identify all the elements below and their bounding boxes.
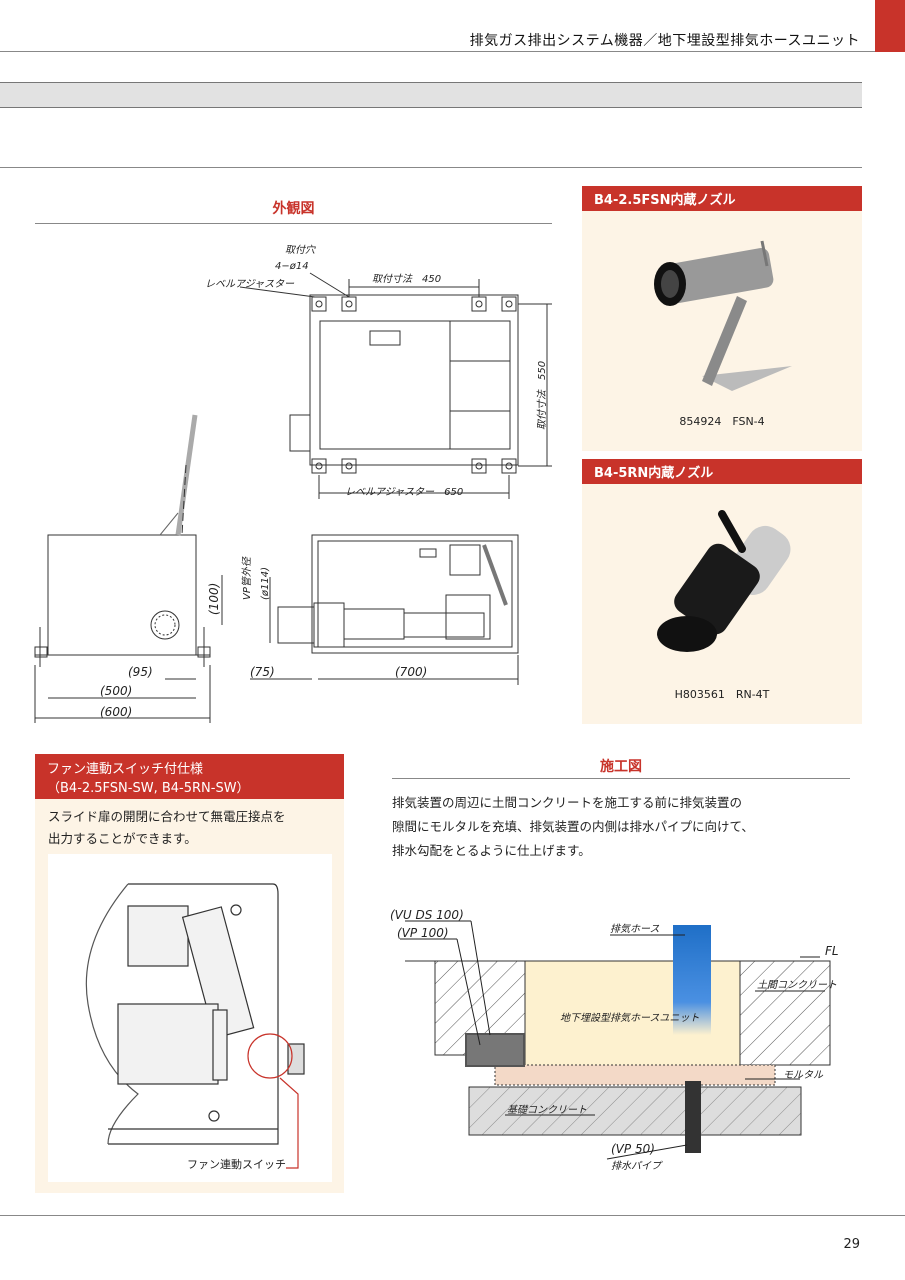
label-mortar: モルタル (783, 1069, 824, 1081)
label-mount-hole: 取付穴 (285, 244, 316, 256)
fan-switch-text-2: 出力することができます。 (48, 831, 197, 846)
fan-switch-drawing (48, 854, 332, 1182)
header-rule (0, 51, 875, 52)
nozzle2-caption: H803561 RN-4T (674, 688, 770, 701)
fan-switch-title-1: ファン連動スイッチ付仕様 (47, 761, 204, 777)
label-mount-dim-550: 取付寸法 550 (536, 361, 548, 430)
exterior-drawing: 取付穴 4−ø14 レベルアジャスター 取付寸法 450 取付寸法 550 レベ… (34, 244, 552, 723)
fan-switch-title-2: （B4-2.5FSN-SW, B4-5RN-SW） (47, 780, 250, 796)
section-rule (0, 167, 862, 168)
label-mount-dim-450: 取付寸法 450 (372, 273, 441, 285)
label-d75: (75) (250, 665, 275, 679)
footer-rule (0, 1215, 905, 1216)
label-exhaust-hose: 排気ホース (610, 923, 660, 935)
top-view-outline (309, 294, 519, 466)
label-d100: (100) (207, 583, 221, 615)
page-number: 29 (843, 1237, 860, 1252)
label-d700: (700) (395, 665, 427, 679)
construction-text-1: 排気装置の周辺に土間コンクリートを施工する前に排気装置の (392, 795, 743, 810)
label-mount-hole-spec: 4−ø14 (275, 261, 309, 272)
front-view-outline (311, 534, 519, 654)
nozzle1-image (654, 240, 792, 391)
label-d95: (95) (128, 665, 153, 679)
label-vp-outer: VP管外径 (241, 556, 253, 600)
construction-drawing: (VU DS 100) (VP 100) 排気ホース FL 土間コンクリート 地… (390, 908, 839, 1172)
construction-text-3: 排水勾配をとるように仕上げます。 (392, 843, 591, 858)
nozzle1-panel: 854924 FSN-4 (582, 211, 862, 451)
label-foundation: 基礎コンクリート (507, 1104, 587, 1116)
exterior-title: 外観図 (272, 201, 315, 217)
construction-title-rule (392, 778, 850, 779)
construction-text-2: 隙間にモルタルを充填、排気装置の内側は排水パイプに向けて、 (392, 819, 754, 834)
label-vp-100: (VP 100) (397, 926, 449, 940)
nozzle1-caption: 854924 FSN-4 (679, 415, 765, 428)
nozzle1-header: B4-2.5FSN内蔵ノズル (582, 186, 862, 211)
nozzle2-panel: H803561 RN-4T (582, 484, 862, 724)
gray-band (0, 82, 862, 108)
fan-switch-panel: スライド扉の開閉に合わせて無電圧接点を 出力することができます。 ファン連動スイ… (35, 799, 344, 1193)
fan-switch-header: ファン連動スイッチ付仕様 （B4-2.5FSN-SW, B4-5RN-SW） (35, 754, 344, 799)
label-vu-ds-100: (VU DS 100) (390, 908, 464, 922)
label-slab: 土間コンクリート (757, 979, 837, 991)
label-level-adjuster-top: レベルアジャスター (205, 278, 295, 290)
side-view-outline (47, 534, 197, 656)
nozzle2-image (657, 510, 791, 652)
nozzle2-title: B4-5RN内蔵ノズル (594, 466, 714, 481)
nozzle2-header: B4-5RN内蔵ノズル (582, 459, 862, 484)
fan-switch-text-1: スライド扉の開閉に合わせて無電圧接点を (48, 809, 286, 824)
header-title: 排気ガス排出システム機器／地下埋設型排気ホースユニット (469, 33, 860, 49)
fan-switch-label: ファン連動スイッチ (187, 1158, 286, 1171)
header-accent-bar (875, 0, 905, 52)
label-drain-pipe: 排水パイプ (611, 1160, 663, 1172)
exterior-title-rule (35, 223, 552, 224)
label-unit: 地下埋設型排気ホースユニット (560, 1012, 700, 1024)
label-d600: (600) (100, 705, 132, 719)
label-phi114: (ø114) (260, 567, 271, 600)
label-fl: FL (825, 944, 839, 958)
label-level-adjuster-650: レベルアジャスター 650 (345, 486, 463, 498)
label-d500: (500) (100, 684, 132, 698)
construction-title: 施工図 (600, 759, 642, 775)
label-vp-50: (VP 50) (611, 1142, 655, 1156)
nozzle1-title: B4-2.5FSN内蔵ノズル (594, 193, 736, 208)
